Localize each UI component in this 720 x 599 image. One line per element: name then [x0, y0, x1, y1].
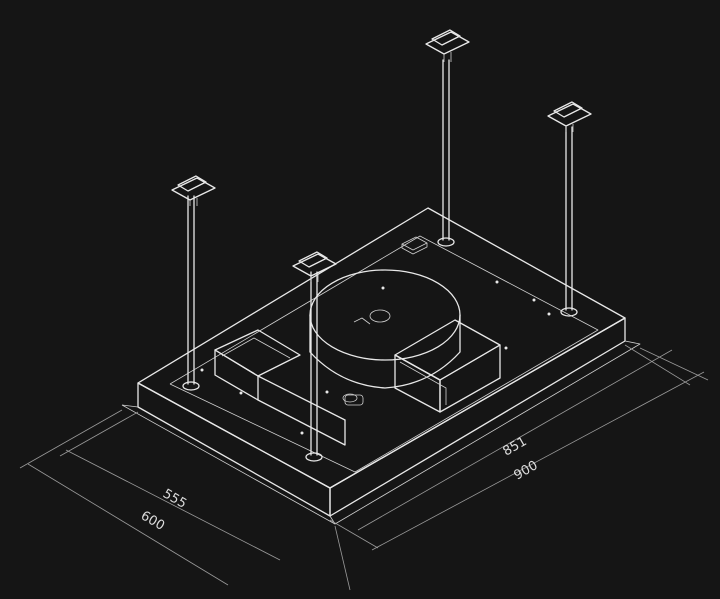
motor-housing — [309, 269, 461, 406]
mounting-rod-left — [171, 175, 216, 391]
dimension-width-inner: 851 — [501, 434, 530, 459]
mounting-rod-right — [547, 101, 592, 317]
dimension-lines — [19, 344, 709, 591]
canopy-inner-frame — [169, 235, 599, 473]
dimension-depth-inner: 555 — [160, 486, 189, 511]
screw-holes — [200, 280, 551, 435]
mounting-rod-front — [292, 251, 337, 462]
right-duct — [394, 319, 501, 413]
mounting-rod-back — [425, 29, 470, 247]
left-duct — [214, 329, 346, 446]
top-plate — [401, 236, 428, 255]
dimension-depth-outer: 600 — [138, 508, 167, 533]
